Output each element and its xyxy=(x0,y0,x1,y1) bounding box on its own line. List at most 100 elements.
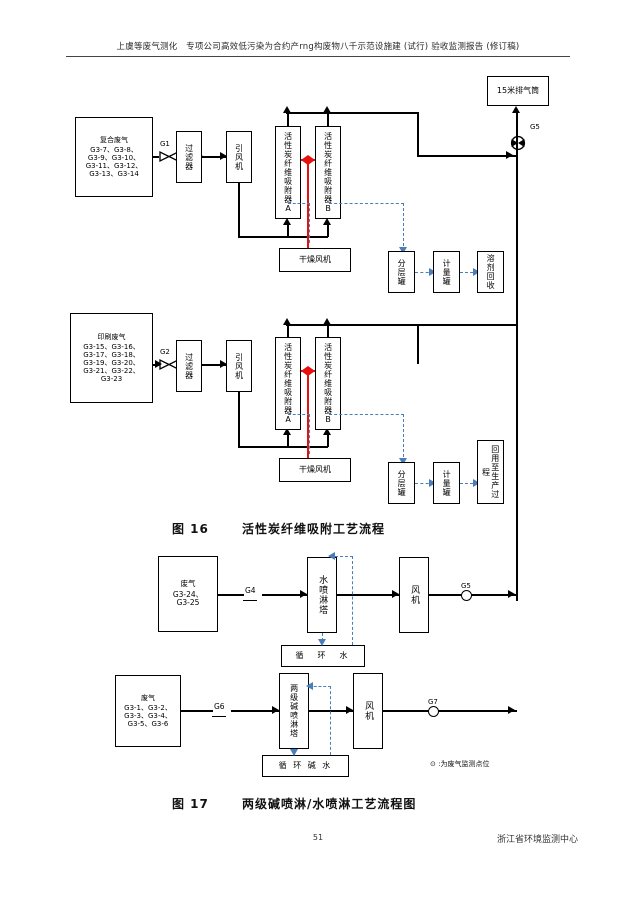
fig17-upper-monitor-label: G5 xyxy=(461,582,471,590)
dryer-fan-label: 干燥风机 xyxy=(299,255,331,265)
header-rule xyxy=(66,56,570,57)
fig17-lower-circ-top xyxy=(309,686,331,687)
fig17-lower-fan-box: 风机 xyxy=(353,673,383,749)
separator-label: 分层罐 xyxy=(397,258,407,286)
adsorber-b-box-line2: 活性炭纤维吸附器B xyxy=(315,337,341,430)
source-item: G3-1、G3-2、 xyxy=(124,703,172,712)
page-number: 51 xyxy=(312,833,324,842)
line1-up-to-adsB xyxy=(327,224,329,237)
fig17-lower-circ-down-arrow xyxy=(290,749,298,756)
line1-blue-down-a xyxy=(309,203,310,243)
fig17-lower-circulation-box: 循 环 碱 水 xyxy=(262,755,349,777)
line1-adsA-top-arrow xyxy=(283,106,291,113)
figure16-caption-number: 图 16 xyxy=(172,522,209,536)
figure17-caption-text: 两级碱喷淋/水喷淋工艺流程图 xyxy=(242,797,417,811)
fig17-alkali-scrubber-tower: 两级碱喷淋塔 xyxy=(279,673,309,749)
fig17-upper-tower-to-fan xyxy=(337,594,400,596)
source-item: G3-3、G3-4、 xyxy=(124,712,172,720)
line1-filter-to-fan xyxy=(202,156,226,158)
figure16-caption-text: 活性炭纤维吸附工艺流程 xyxy=(242,522,386,536)
line2-sep-to-meter xyxy=(415,483,434,484)
line1-fan-down xyxy=(238,183,240,237)
right-collector-vertical xyxy=(516,154,518,601)
filter-box-line1: 过滤器 xyxy=(176,131,202,183)
meter-label: 计量罐 xyxy=(442,469,452,497)
line2-steam-arrow-left xyxy=(301,366,308,376)
fig17-lower-src-line-b xyxy=(231,710,279,712)
stack-point-label: G5 xyxy=(530,123,540,131)
fig17-lower-valve-label: G6 xyxy=(214,702,225,711)
fig17-lower-src-line-a xyxy=(181,710,213,712)
recovery-box-line1: 溶剂回收 xyxy=(477,251,504,293)
line2-up-to-adsA xyxy=(287,434,289,447)
line1-sep-to-meter xyxy=(415,272,434,273)
recovery-label: 溶剂回收 xyxy=(486,254,496,290)
source-item: G3-9、G3-10、 xyxy=(87,153,141,162)
fan-label: 风机 xyxy=(363,701,374,721)
fig17-upper-valve-label: G4 xyxy=(245,586,256,595)
fig17-upper-out-to-main xyxy=(471,594,517,596)
alkali-scrubber-label: 两级碱喷淋塔 xyxy=(289,684,299,738)
line2-filter-to-fan xyxy=(202,364,226,366)
meter-box-line2: 计量罐 xyxy=(433,462,460,504)
fig17-upper-circulation-box: 循 环 水 xyxy=(281,645,365,667)
meter-label: 计量罐 xyxy=(442,258,452,286)
fig17-upper-fan-box: 风机 xyxy=(399,557,429,633)
line1-top-to-stackline xyxy=(417,112,419,156)
source-item: G3-17、G3-18、 xyxy=(83,350,140,359)
source-item: G3-23 xyxy=(100,375,123,384)
fig17-upper-out-arrow xyxy=(508,590,515,598)
source-item: G3-5、G3-6 xyxy=(127,720,169,729)
source-item: G3-13、G3-14 xyxy=(89,170,139,179)
fig17-upper-circ-down-arrow xyxy=(318,639,326,646)
fig17-upper-tower-arrow xyxy=(300,590,307,598)
adsorber-a-label: 活性炭纤维吸附器A xyxy=(283,342,293,425)
line1-stack-arrow xyxy=(506,151,513,159)
induced-fan-label: 引风机 xyxy=(234,352,244,380)
fig17-lower-valve-underline xyxy=(212,716,226,718)
line2-top-collector xyxy=(286,324,418,326)
exhaust-stack-label: 15米排气筒 xyxy=(496,86,540,96)
source-item: G3-15、G3-16、 xyxy=(83,342,140,351)
line2-up-to-adsB xyxy=(327,434,329,447)
source-title: 废气 xyxy=(180,579,196,589)
fig17-upper-circ-up xyxy=(352,556,353,645)
source-item: G3-24、 xyxy=(172,589,204,599)
meter-box-line1: 计量罐 xyxy=(433,251,460,293)
line1-blue-down-b xyxy=(403,203,404,251)
fig17-upper-src-line-b xyxy=(262,594,308,596)
fig17-lower-fan-arrow xyxy=(346,706,353,714)
source-item: G3-25 xyxy=(176,598,200,608)
fig17-upper-circ-down xyxy=(322,633,323,641)
separator-box-line2: 分层罐 xyxy=(388,462,415,504)
valve-g1-label: G1 xyxy=(160,140,170,148)
line2-arrow-fan xyxy=(220,360,227,368)
line1-meter-arrow xyxy=(429,268,436,276)
fig17-lower-monitor-label: G7 xyxy=(428,698,438,706)
fig17-lower-fan-out xyxy=(383,710,429,712)
line2-meter-arrow xyxy=(429,479,436,487)
line1-adsB-top-riser xyxy=(327,112,329,127)
page-header-text: 上虞等废气测化 专项公司高效低污染为合约产rng构废物八千示范设施建 (试行) … xyxy=(116,42,520,52)
stack-arrow xyxy=(512,106,520,113)
dryer-fan-box-line1: 干燥风机 xyxy=(279,248,351,272)
adsorber-b-label: 活性炭纤维吸附器B xyxy=(323,131,333,214)
source-title: 废气 xyxy=(141,693,155,702)
source-box-composite-waste-gas: 复合废气 G3-7、G3-8、 G3-9、G3-10、 G3-11、G3-12、… xyxy=(75,117,153,197)
dryer-fan-label: 干燥风机 xyxy=(299,465,331,475)
line2-adsA-top-arrow xyxy=(283,318,291,325)
fig17-upper-src-line-a xyxy=(218,594,244,596)
valve-g2-label: G2 xyxy=(160,348,170,356)
line2-valve-arrow-in xyxy=(155,360,162,368)
separator-box-line1: 分层罐 xyxy=(388,251,415,293)
filter-label: 过滤器 xyxy=(184,143,194,171)
dryer-fan-box-line2: 干燥风机 xyxy=(279,458,351,482)
recovery-box-line2: 回用至生产过程 xyxy=(477,440,504,504)
source-item: G3-11、G3-12、 xyxy=(85,162,143,171)
fig17-upper-circ-top-arrow xyxy=(328,552,335,560)
line1-adsB-top-arrow xyxy=(323,106,331,113)
fan-label: 风机 xyxy=(409,585,420,605)
line1-blue-from-adsB xyxy=(329,203,404,204)
line1-top-collector xyxy=(286,112,418,114)
